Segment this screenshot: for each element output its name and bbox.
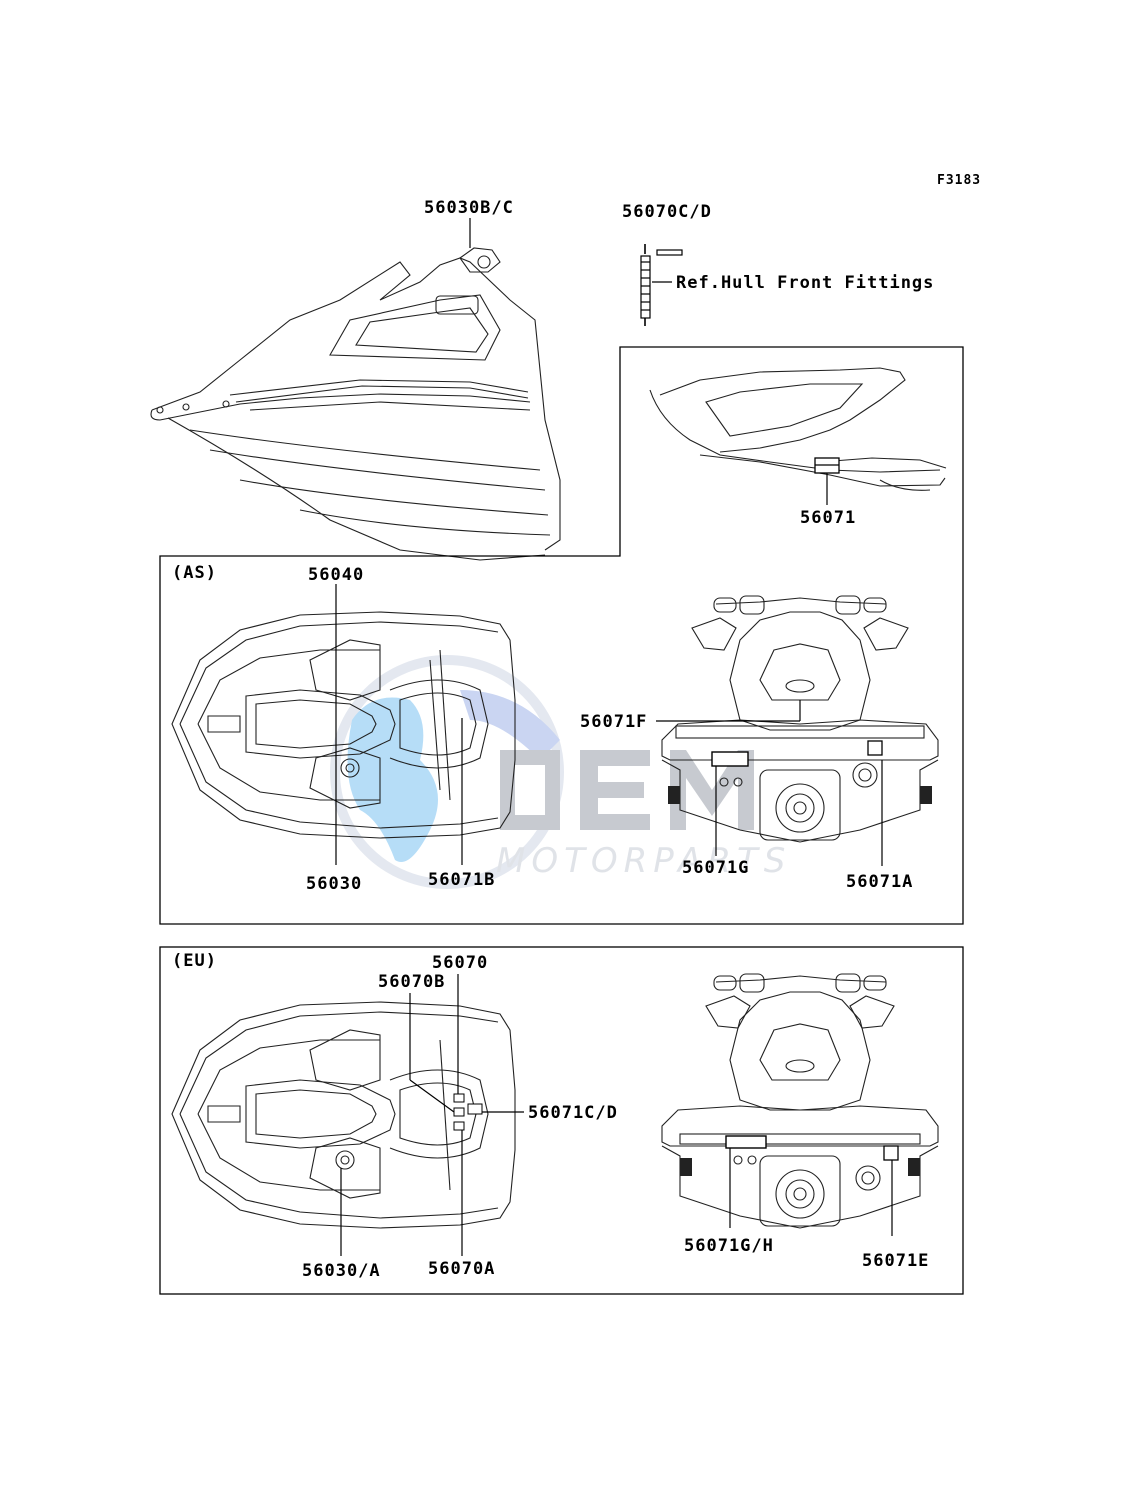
label-56040: 56040 (308, 565, 364, 585)
section-label-as: (AS) (172, 563, 217, 583)
label-56030: 56030 (306, 874, 362, 894)
label-56071f: 56071F (580, 712, 647, 732)
spring-part-icon (640, 255, 651, 326)
rear-side-view (649, 367, 947, 491)
as-section-frame (159, 346, 964, 925)
hull-front-view (150, 247, 561, 561)
eu-section-frame (159, 946, 964, 1295)
section-label-eu: (EU) (172, 951, 217, 971)
eu-rear-view (661, 973, 939, 1229)
decal-part-icon (656, 249, 683, 256)
label-56070a: 56070A (428, 1259, 495, 1279)
ref-note: Ref.Hull Front Fittings (676, 273, 934, 293)
as-rear-view (661, 595, 939, 843)
label-56071b: 56071B (428, 870, 495, 890)
label-56070b: 56070B (378, 972, 445, 992)
watermark-tagline: MOTORPARTS (496, 841, 791, 881)
as-top-view (171, 611, 516, 839)
label-56071cd: 56071C/D (528, 1103, 618, 1123)
figure-code: F3183 (937, 173, 981, 188)
label-56071: 56071 (800, 508, 856, 528)
label-56071gh: 56071G/H (684, 1236, 774, 1256)
label-56070: 56070 (432, 953, 488, 973)
label-56071e: 56071E (862, 1251, 929, 1271)
label-56071a: 56071A (846, 872, 913, 892)
label-56070cd: 56070C/D (622, 202, 712, 222)
label-56030bc: 56030B/C (424, 198, 514, 218)
watermark-logo: MOTORPARTS (330, 655, 791, 889)
eu-top-view (171, 1001, 516, 1229)
label-56030a: 56030/A (302, 1261, 381, 1281)
label-56071g: 56071G (682, 858, 749, 878)
